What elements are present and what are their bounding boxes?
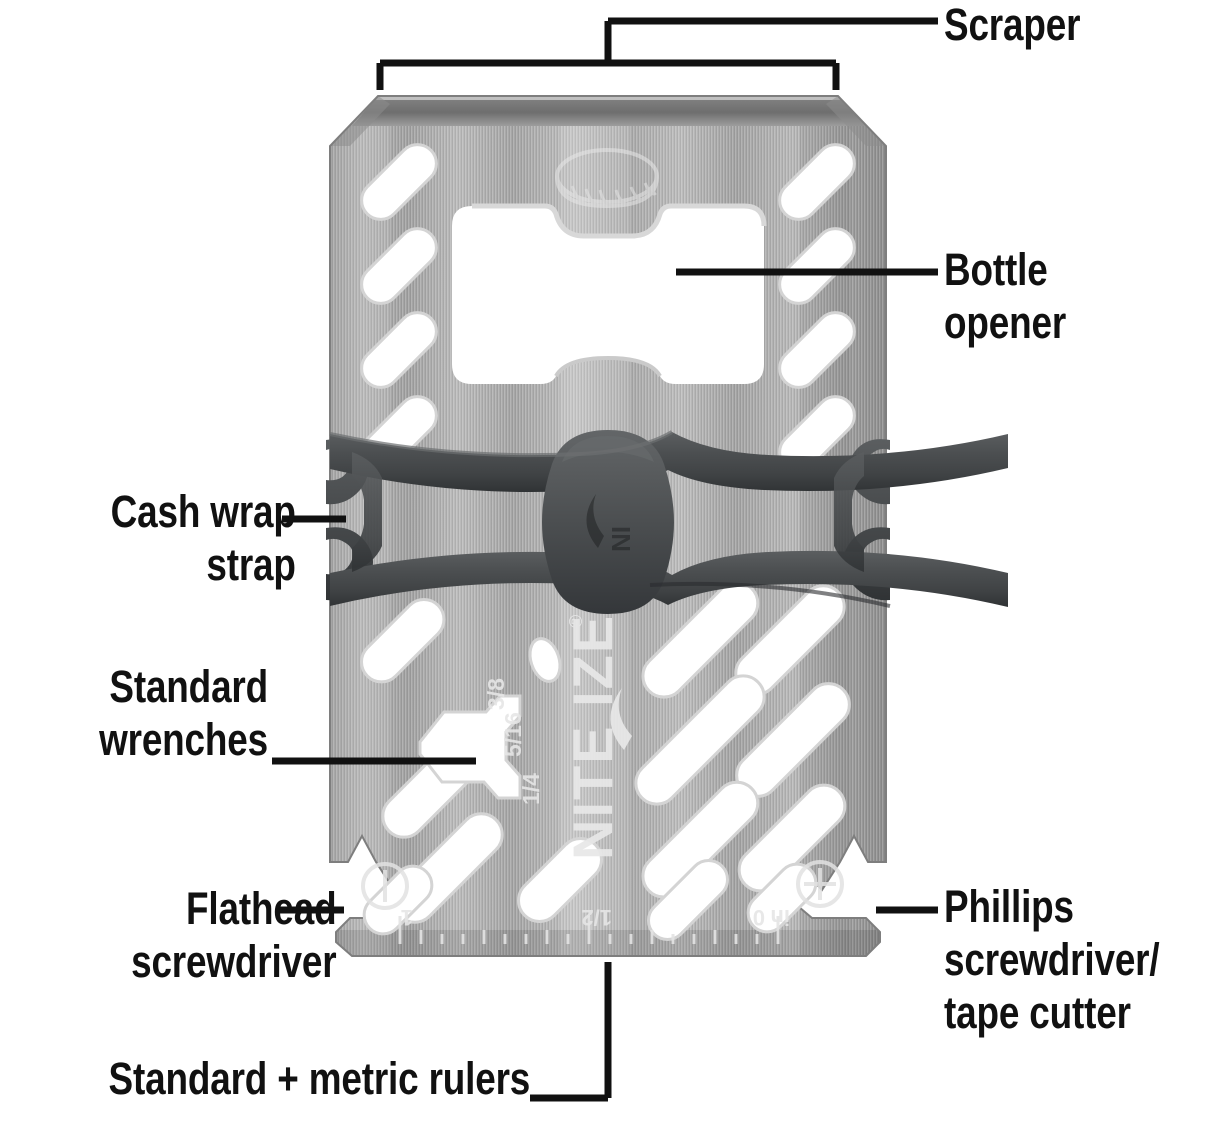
wrench-size-1-4: 1/4 <box>518 773 544 805</box>
callout-standard-wrenches-label: Standard wrenches <box>99 661 268 765</box>
ruler-tick-half: 1/2 <box>581 905 612 930</box>
leader-rulers <box>530 962 612 1102</box>
svg-text:NI: NI <box>606 526 636 552</box>
phillips-screwdriver-icon <box>796 860 844 908</box>
ruler-tick-0: 0 <box>753 905 765 930</box>
standard-wrenches-cutout <box>418 694 522 800</box>
upper-right-slots <box>778 143 856 473</box>
scraper-bevel <box>352 96 866 126</box>
registered-mark: ® <box>566 615 586 628</box>
ruler-scale <box>398 916 780 944</box>
callout-flathead-label: Flathead screwdriver <box>130 883 337 987</box>
ruler-labels: in 0 1/2 1 <box>401 905 790 930</box>
wrench-size-3-8: 3/8 <box>483 678 509 710</box>
wrench-size-5-16: 5/16 <box>500 712 526 757</box>
bottle-opener-cutout <box>452 203 767 384</box>
ruler-tick-1: 1 <box>401 905 413 930</box>
upper-left-slots <box>360 143 438 473</box>
lower-slot-field <box>359 580 851 942</box>
flathead-screwdriver-icon <box>361 862 409 910</box>
ruler-unit-in: in <box>770 905 790 930</box>
nite-ize-logo: NITE IZE ® <box>561 614 632 860</box>
nite-ize-wordmark: NITE IZE <box>561 614 624 860</box>
bottle-cap-icon <box>555 148 659 209</box>
callout-phillips-label: Phillips screwdriver/ tape cutter <box>944 881 1160 1038</box>
strap-logo-mark: NI <box>586 494 636 552</box>
callout-cash-wrap-strap-label: Cash wrap strap <box>110 486 296 590</box>
wrench-size-markings: 1/4 5/16 3/8 <box>483 678 544 805</box>
leader-scraper <box>376 17 938 90</box>
callout-scraper-label: Scraper <box>944 0 1081 50</box>
cash-wrap-strap: NI <box>326 430 1008 614</box>
callout-bottle-opener-label: Bottle opener <box>944 244 1067 348</box>
callout-rulers-label: Standard + metric rulers <box>108 1053 530 1104</box>
